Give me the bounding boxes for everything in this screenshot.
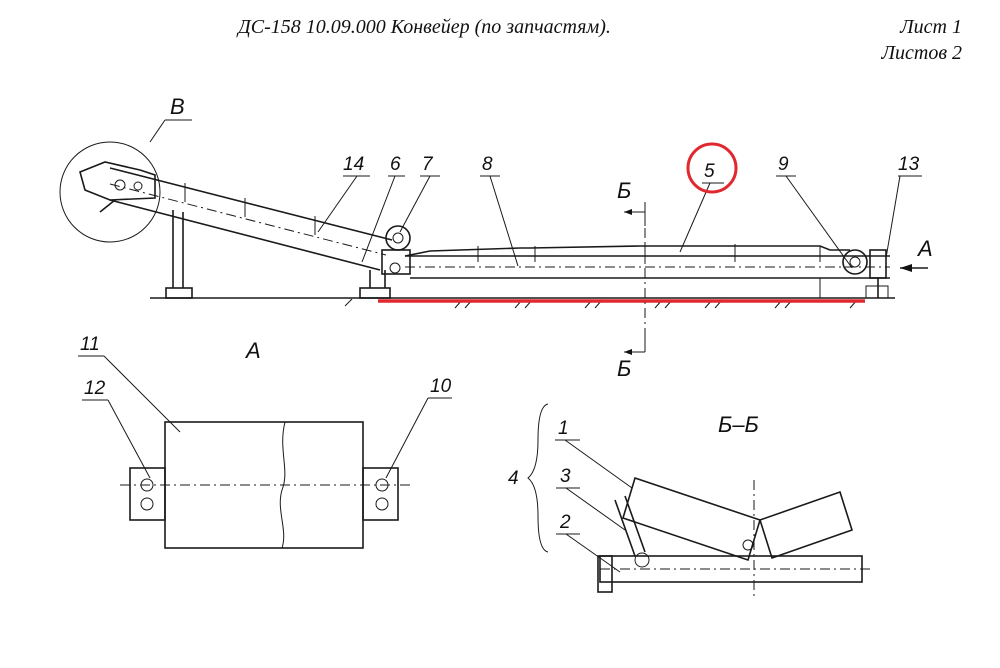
part-label-12: 12	[84, 378, 106, 399]
sheet-number: Лист 1	[900, 16, 962, 38]
part-label-1: 1	[558, 418, 569, 439]
section-bb-label: Б–Б	[718, 412, 759, 437]
side-roller	[622, 476, 761, 562]
part-label-14: 14	[343, 154, 364, 175]
section-b-bottom-label: Б	[617, 356, 631, 381]
part-label-5: 5	[704, 161, 715, 182]
section-b-top-label: Б	[617, 178, 631, 203]
part-label-10: 10	[430, 376, 452, 397]
part-label-11: 11	[80, 334, 100, 355]
center-roller	[759, 490, 853, 560]
view-a-label: А	[244, 338, 261, 363]
highlight-circle	[686, 142, 738, 194]
horizontal-section	[404, 244, 890, 299]
inclined-section	[109, 167, 393, 299]
right-bearing	[362, 467, 399, 521]
section-bb: Б–Б 1 3 4 2	[508, 403, 870, 600]
conveyor-side-view: В	[59, 94, 933, 381]
part-label-6: 6	[390, 154, 401, 175]
drawing-title: ДС-158 10.09.000 Конвейер (по запчастям)…	[238, 16, 611, 38]
view-a-arrow-label: А	[916, 236, 933, 261]
view-a-drum: А 11 12 10	[78, 334, 452, 549]
detail-b-leader	[149, 119, 166, 143]
sheet-count: Листов 2	[881, 42, 962, 64]
detail-b-label: В	[170, 94, 185, 119]
part-label-9: 9	[778, 154, 789, 175]
left-bearing	[129, 467, 166, 521]
part-label-2: 2	[559, 512, 571, 533]
part-label-13: 13	[898, 154, 920, 175]
head-drum-detail	[79, 161, 156, 213]
drive-unit	[359, 225, 411, 299]
part-label-7: 7	[422, 154, 434, 175]
part-label-4: 4	[508, 468, 519, 489]
part-label-8: 8	[482, 154, 493, 175]
section-marker-b	[624, 202, 646, 355]
detail-circle-b	[59, 141, 161, 243]
part-label-3: 3	[560, 466, 571, 487]
